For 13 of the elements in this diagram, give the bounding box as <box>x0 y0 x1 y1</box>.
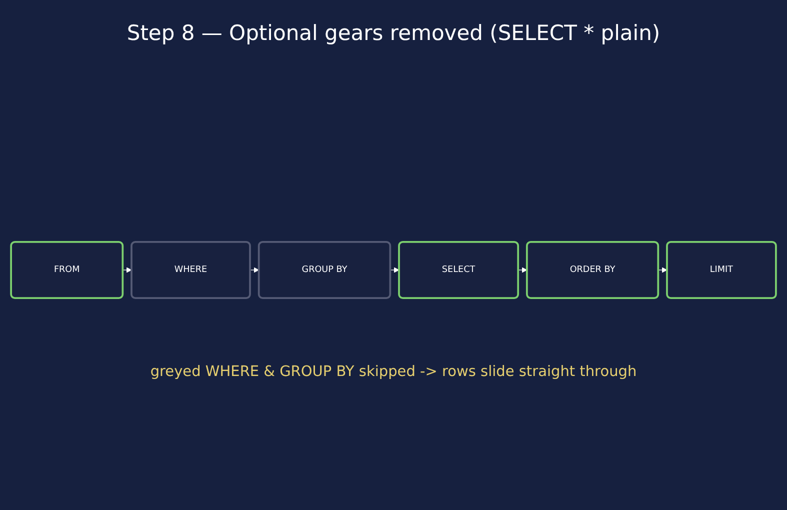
process-box: FROM <box>10 240 124 300</box>
arrow <box>518 267 528 273</box>
arrow <box>122 267 132 273</box>
process-box: ORDER BY <box>526 240 660 300</box>
arrow <box>658 267 668 273</box>
process-box: SELECT <box>398 240 520 300</box>
arrow <box>390 267 400 273</box>
diagram-title: Step 8 — Optional gears removed (SELECT * plain) <box>126 21 660 45</box>
process-box: WHERE <box>130 240 251 300</box>
arrow <box>250 267 260 273</box>
process-box: GROUP BY <box>258 240 392 300</box>
process-box: LIMIT <box>666 240 777 300</box>
caption-note: greyed WHERE & GROUP BY skipped -> rows slide straight through <box>150 364 637 380</box>
